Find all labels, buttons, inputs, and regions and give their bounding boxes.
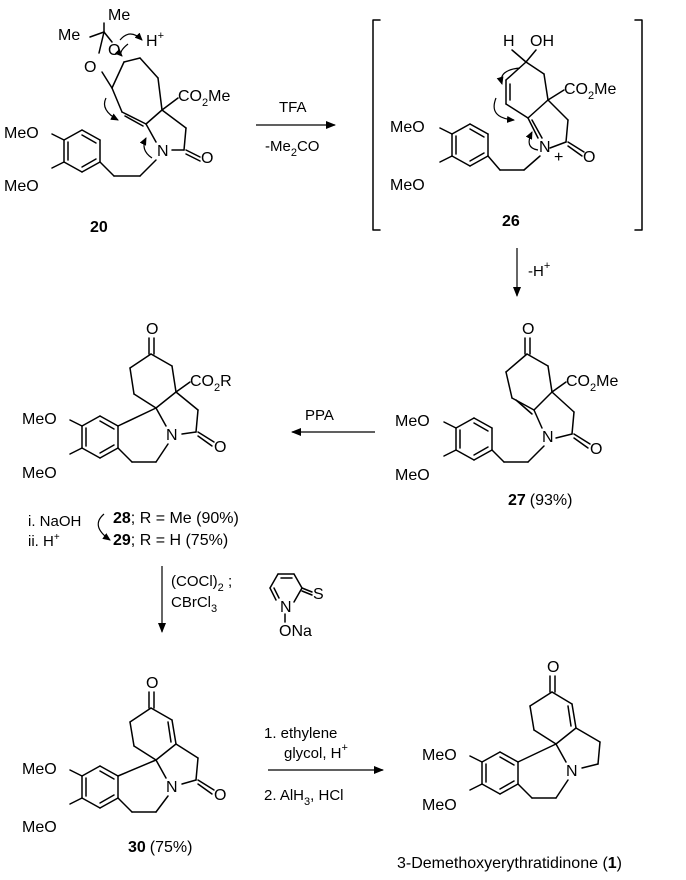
byproduct-label: -Me2CO xyxy=(265,138,319,159)
reaction-arrow-decarboxylation: (COCl)2 ; CBrCl3 S N ONa xyxy=(158,566,324,640)
ester-label: CO2Me xyxy=(178,88,230,109)
methoxy-label: MeO xyxy=(422,797,457,814)
bracket-right xyxy=(634,19,643,231)
ketone-oxygen-label: O xyxy=(146,675,158,692)
ester-label: CO2R xyxy=(190,373,232,394)
ester-label: CO2Me xyxy=(566,373,618,394)
methoxy-label: MeO xyxy=(22,819,57,836)
methoxy-label: MeO xyxy=(395,413,430,430)
reaction-arrow-ppa: PPA xyxy=(291,407,375,436)
oxygen-label: O xyxy=(590,441,602,458)
methoxy-label: MeO xyxy=(22,465,57,482)
oxygen-label: O xyxy=(201,150,213,167)
curly-arrow xyxy=(496,67,521,85)
hydroxyl-label: OH xyxy=(530,33,554,50)
compound-26: H OH CO2Me N + O xyxy=(372,19,643,231)
h-plus-label: H+ xyxy=(146,30,164,50)
nitrogen-label: N xyxy=(542,429,554,446)
curly-arrow xyxy=(114,43,129,57)
reagent-label: TFA xyxy=(279,99,307,116)
sulfur-label: S xyxy=(313,586,324,603)
compound-30: O N O MeO MeO 3 xyxy=(22,675,226,856)
curly-arrow xyxy=(139,137,153,159)
charge-plus: + xyxy=(554,149,563,166)
hydrogen-label: H xyxy=(503,33,515,50)
reagent-label: CBrCl3 xyxy=(171,594,217,615)
reaction-arrow-final: 1. ethylene glycol, H+ 2. AlH3, HCl xyxy=(264,725,384,808)
compound-id: 26 xyxy=(502,213,520,230)
oxygen-label: O xyxy=(214,439,226,456)
oxygen-label: O xyxy=(108,42,120,59)
compound-id-with-yield: 30(75%) xyxy=(128,839,192,856)
compound-28-29: O CO2R N O MeO xyxy=(22,321,239,550)
nitrogen-label: N xyxy=(539,139,551,156)
methoxy-label: MeO xyxy=(4,125,39,142)
compound-28-label: 28; R = Me (90%) xyxy=(113,510,239,527)
methoxy-label: MeO xyxy=(22,411,57,428)
compound-27: O CO2Me N O Me xyxy=(395,321,618,509)
reagent-label: PPA xyxy=(305,407,334,424)
me-label: Me xyxy=(108,7,130,24)
sodium-oxide-label: ONa xyxy=(279,623,312,640)
reagent-label: 2. AlH3, HCl xyxy=(264,787,344,808)
oxygen-label: O xyxy=(214,787,226,804)
nitrogen-label: N xyxy=(280,599,292,616)
reagent-label: 1. ethylene xyxy=(264,725,337,742)
reagent-label: -H+ xyxy=(528,260,550,280)
curly-arrow xyxy=(525,131,539,151)
hydrolysis-step-ii: ii. H+ xyxy=(28,532,60,550)
reagent-label: (COCl)2 ; xyxy=(171,573,232,594)
nitrogen-label: N xyxy=(157,143,169,160)
compound-20: Me Me O O H+ CO2Me N O xyxy=(4,7,230,236)
oxygen-label: O xyxy=(583,149,595,166)
ketone-oxygen-label: O xyxy=(547,659,559,676)
oxygen-label: O xyxy=(84,59,96,76)
methoxy-label: MeO xyxy=(4,178,39,195)
methoxy-label: MeO xyxy=(395,467,430,484)
curly-arrow xyxy=(493,97,515,123)
methoxy-label: MeO xyxy=(390,177,425,194)
me-label: Me xyxy=(58,27,80,44)
bracket-left xyxy=(372,19,381,231)
hydrolysis-step-i: i. NaOH xyxy=(28,513,81,530)
compound-name: 3-Demethoxyerythratidinone (1) xyxy=(397,855,622,872)
compound-id-with-yield: 27(93%) xyxy=(508,492,572,509)
reaction-arrow-deprotonation: -H+ xyxy=(513,248,550,297)
compound-29-label: 29; R = H (75%) xyxy=(113,532,228,549)
reagent-label: glycol, H+ xyxy=(284,742,348,762)
nitrogen-label: N xyxy=(166,427,178,444)
nitrogen-label: N xyxy=(166,779,178,796)
methoxy-label: MeO xyxy=(422,747,457,764)
ester-label: CO2Me xyxy=(564,81,616,102)
nitrogen-label: N xyxy=(566,763,578,780)
curly-arrow xyxy=(97,513,111,541)
barton-reagent: S N ONa xyxy=(269,573,324,640)
curly-arrow xyxy=(119,32,143,41)
compound-1: O N MeO MeO 3-Demethoxyerythr xyxy=(397,659,622,872)
curly-arrow xyxy=(103,97,119,121)
ketone-oxygen-label: O xyxy=(146,321,158,338)
ketone-oxygen-label: O xyxy=(522,321,534,338)
reaction-arrow-tfa: TFA -Me2CO xyxy=(256,99,336,159)
methoxy-label: MeO xyxy=(22,761,57,778)
compound-id: 20 xyxy=(90,219,108,236)
methoxy-label: MeO xyxy=(390,119,425,136)
